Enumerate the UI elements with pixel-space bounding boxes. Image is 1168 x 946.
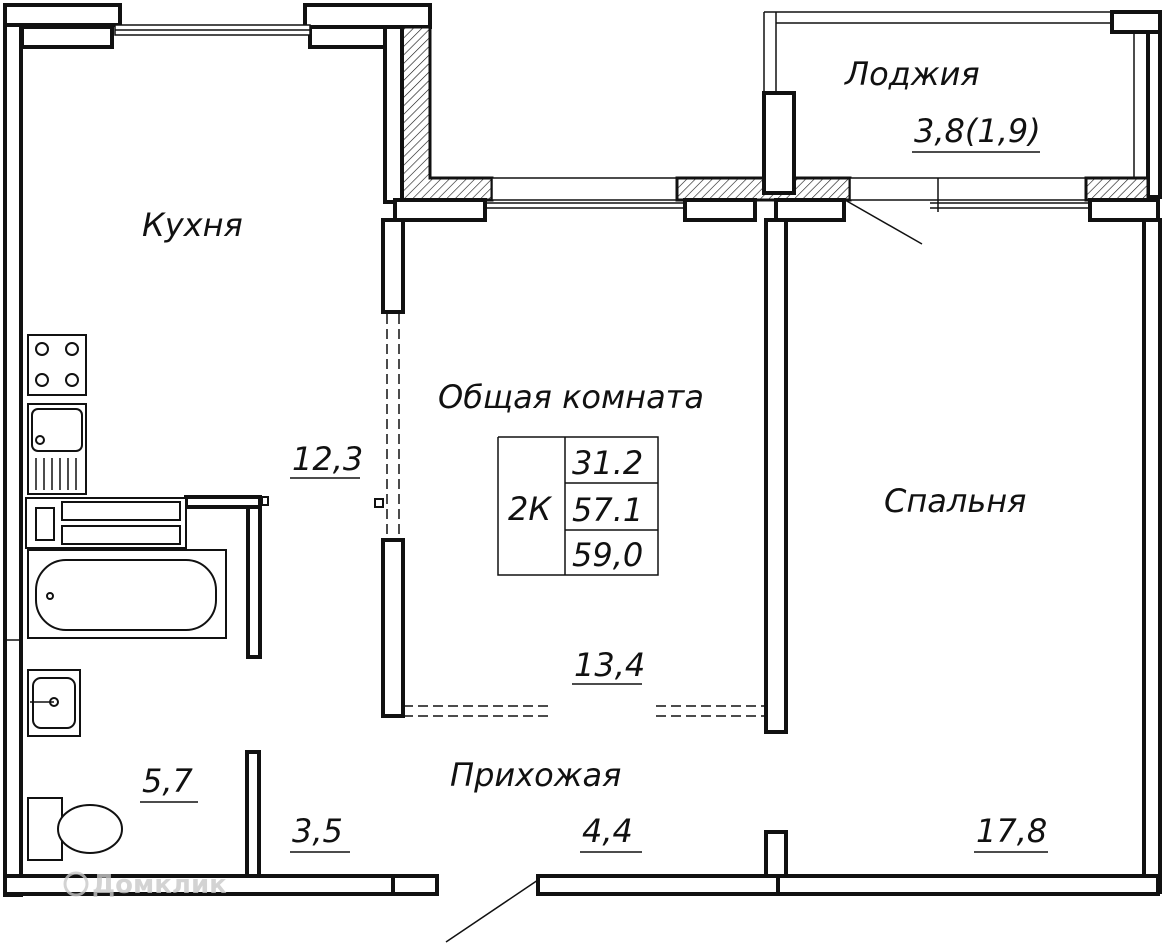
kitchen-sink xyxy=(27,403,87,495)
hall-area: 4,4 xyxy=(582,812,633,850)
washing-machine xyxy=(25,497,187,549)
total-area-with-loggia: 59,0 xyxy=(572,536,643,574)
kitchen-area: 12,3 xyxy=(292,440,363,478)
wall-left xyxy=(3,23,23,897)
door-swing-line xyxy=(844,199,923,245)
loggia-divider xyxy=(762,91,796,195)
bathroom-sink xyxy=(27,669,81,737)
loggia-area: 3,8(1,9) xyxy=(914,112,1041,150)
entrance-door xyxy=(445,879,539,943)
living-label: Общая комната xyxy=(438,378,704,416)
watermark-text: Домклик xyxy=(92,870,227,900)
stove xyxy=(27,334,87,396)
insulated-wall xyxy=(388,25,494,202)
kitchen-label: Кухня xyxy=(142,206,243,244)
bedroom-area: 17,8 xyxy=(976,812,1047,850)
bathtub xyxy=(27,549,227,639)
living-area: 13,4 xyxy=(574,646,645,684)
interior-walls xyxy=(184,218,788,878)
wall-top-left xyxy=(3,3,122,27)
area-summary-table: 2К 31.2 57.1 59,0 xyxy=(497,436,659,576)
wall-bottom-right xyxy=(776,874,1160,896)
bathroom-area: 5,7 xyxy=(142,762,194,800)
bedroom-label: Спальня xyxy=(884,482,1026,520)
wall-right xyxy=(1142,218,1162,894)
apartment-type: 2К xyxy=(508,490,552,528)
total-area: 57.1 xyxy=(572,491,643,529)
bedroom-window xyxy=(849,177,1087,201)
toilet xyxy=(27,797,123,861)
closet-area: 3,5 xyxy=(292,812,343,850)
wall-bottom-mid xyxy=(536,874,780,896)
exterior-walls xyxy=(3,3,1162,943)
living-area-total: 31.2 xyxy=(572,444,643,482)
bedroom-wall xyxy=(764,218,788,734)
hall-label: Прихожая xyxy=(450,756,621,794)
living-window xyxy=(491,177,678,201)
loggia-label: Лоджия xyxy=(844,55,980,93)
watermark: Домклик xyxy=(63,870,227,900)
